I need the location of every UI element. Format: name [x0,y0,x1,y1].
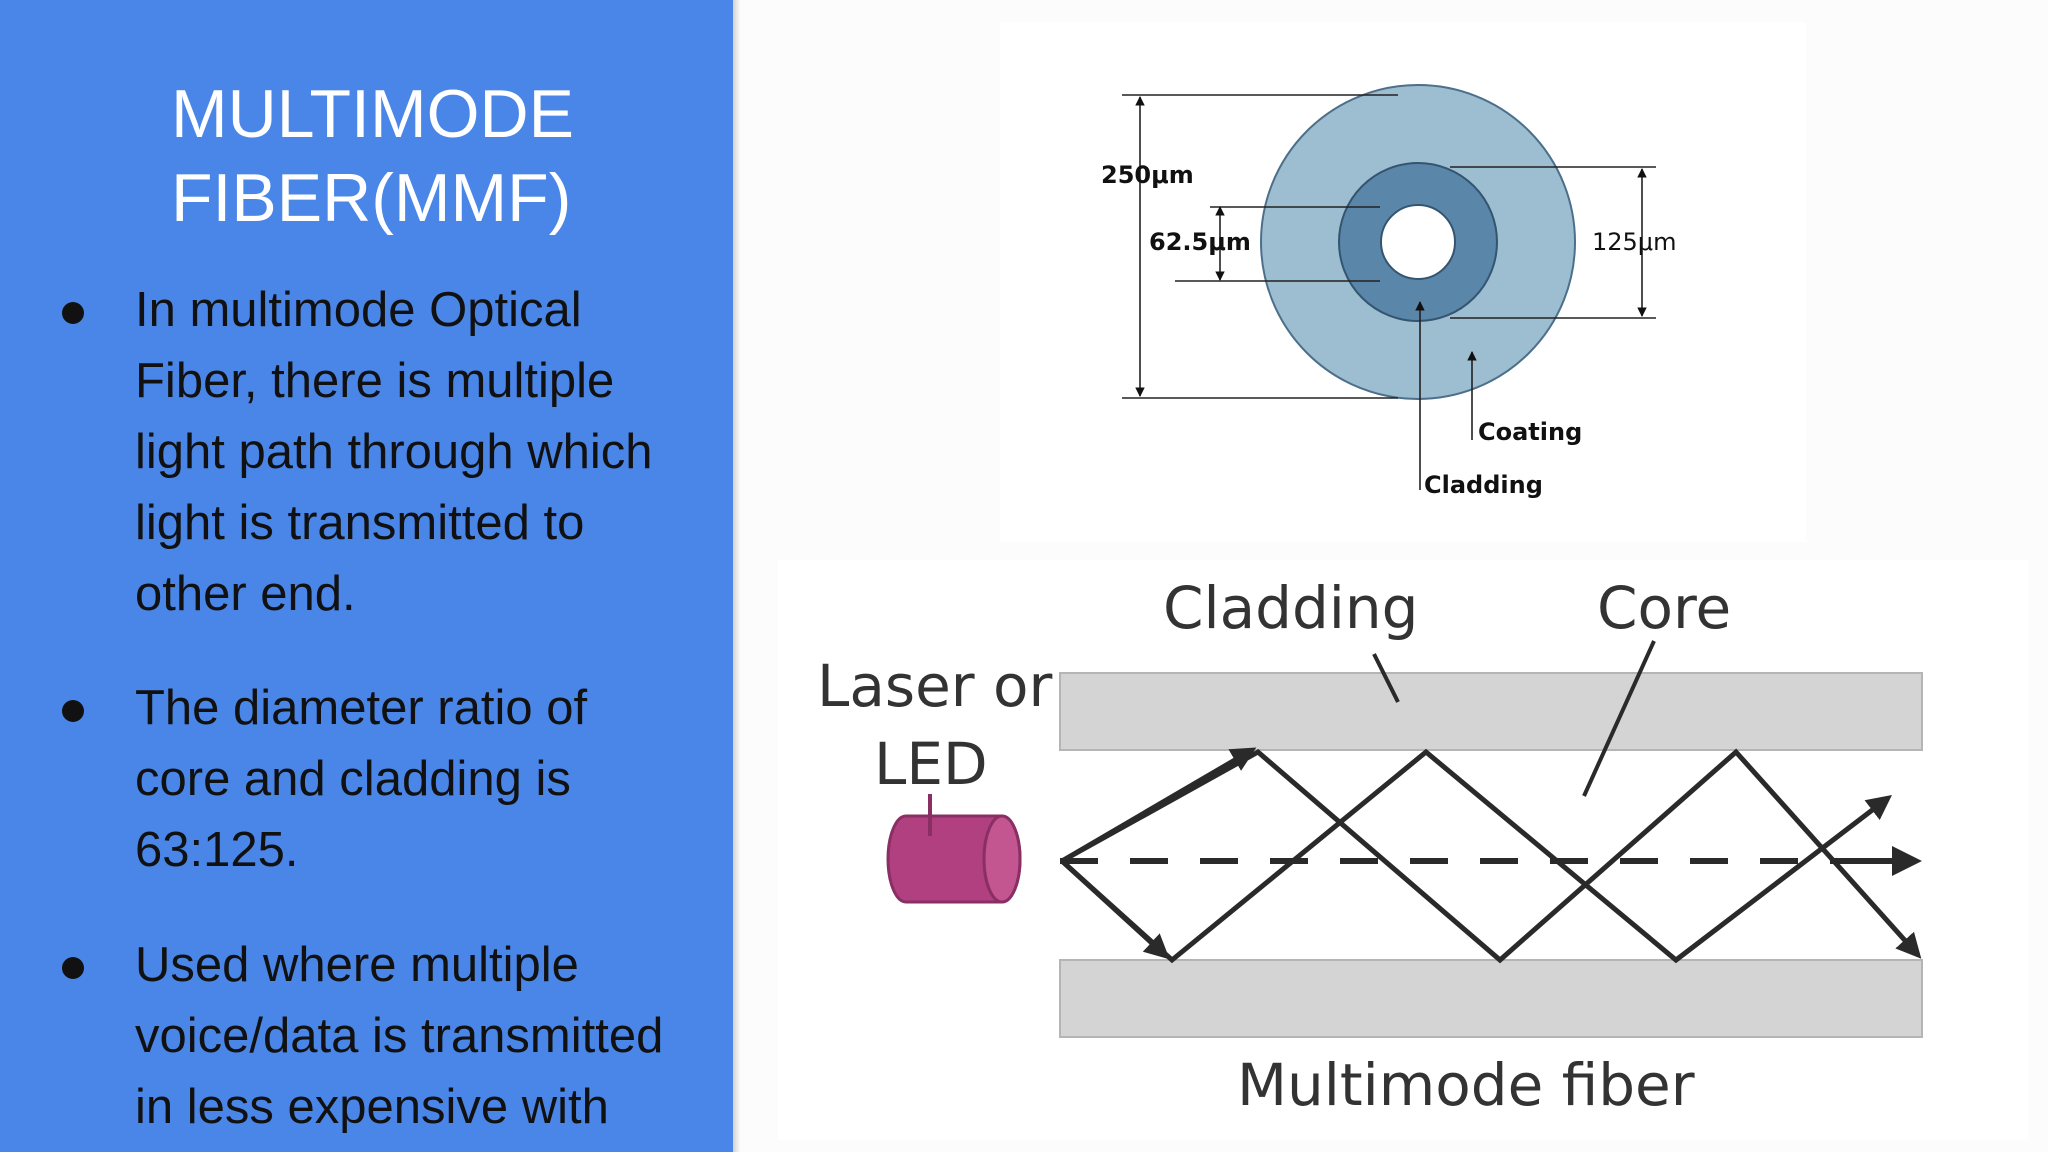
core-callout-label: Core [1597,574,1731,642]
lower-cladding-band [1059,959,1923,1038]
panel-shadow [733,0,741,1152]
ray-path [1060,748,1922,964]
led-source-icon [886,794,1022,904]
bullet-dot-icon [62,302,84,324]
label-pointers [1372,640,1656,797]
core-circle [1380,204,1456,280]
bullet-dot-icon [62,700,84,722]
fiber-rings [1260,84,1576,400]
slide-title: MULTIMODE FIBER(MMF) [171,76,574,236]
dimension-250-label: 250μm [1101,161,1194,189]
source-label-line1: Laser or [817,652,1053,720]
bullet-text: In multimode Optical Fiber, there is mul… [135,283,653,621]
bullet-text: Used where multiple voice/data is transm… [135,938,664,1134]
cladding-callout-label: Cladding [1163,574,1418,642]
figure-caption: Multimode fiber [1237,1051,1695,1119]
upper-cladding-band [1059,672,1923,751]
coating-label: Coating [1478,418,1582,446]
dimension-62-5-label: 62.5μm [1149,228,1251,256]
ray-path [1060,747,1257,864]
bullet-dot-icon [62,957,84,979]
text-panel [0,0,733,1152]
ray-path [1060,859,1170,960]
bullet-text: The diameter ratio of core and cladding … [135,681,588,877]
light-ray-paths [1060,747,1922,964]
source-label-line2: LED [874,730,988,798]
cladding-label: Cladding [1424,471,1543,499]
dimension-lines [1122,94,1656,490]
fiber-cladding-bands [1059,672,1923,1038]
dimension-125-label: 125μm [1592,228,1676,256]
